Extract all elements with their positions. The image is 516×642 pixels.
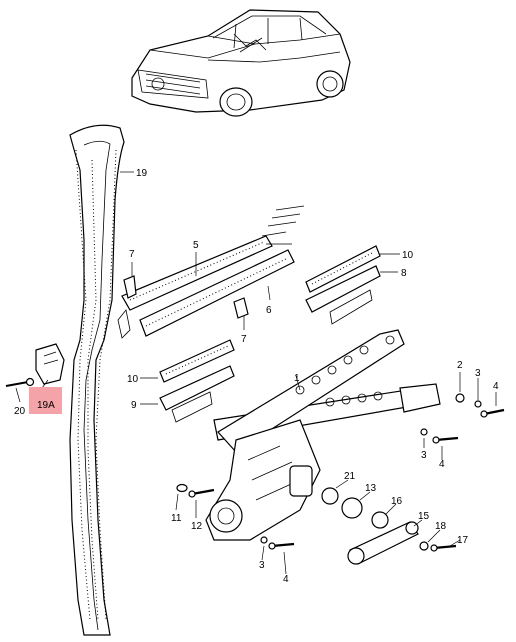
callout-9: 9 <box>131 400 137 411</box>
nut-part-3-middle <box>420 428 428 436</box>
nut-part-3-right <box>474 400 482 408</box>
callout-20: 20 <box>14 406 26 417</box>
nut-part-3-lower <box>260 536 268 544</box>
channel-part-9 <box>159 365 235 423</box>
callout-2: 2 <box>457 360 463 371</box>
callout-4-middle: 4 <box>439 459 445 470</box>
gear-part-21 <box>321 487 339 505</box>
callout-4-right: 4 <box>493 381 499 392</box>
felt-strip-part-10-lower <box>159 339 235 383</box>
callout-15: 15 <box>418 511 430 522</box>
felt-strip-part-10-upper <box>305 245 381 293</box>
callout-3-right: 3 <box>475 368 481 379</box>
callout-4-lower: 4 <box>283 574 289 585</box>
callout-10-upper: 10 <box>402 250 414 261</box>
callout-6: 6 <box>266 305 272 316</box>
leader-lines <box>15 171 497 575</box>
callout-8: 8 <box>401 268 407 279</box>
screw-part-20 <box>5 377 35 387</box>
clip-part-7-lower <box>233 297 249 319</box>
callout-19: 19 <box>136 168 148 179</box>
car-illustration <box>131 9 351 117</box>
callout-19a-highlight <box>29 387 62 414</box>
callout-labels: 1 2 3 3 3 4 4 4 5 6 7 7 8 9 10 10 11 12 … <box>14 168 499 585</box>
callout-19a: 19A <box>37 400 55 411</box>
callout-16: 16 <box>391 496 403 507</box>
callout-5: 5 <box>193 240 199 251</box>
guide-rail-part-6 <box>139 205 305 337</box>
channel-part-8 <box>305 265 381 325</box>
guide-rail-part-5 <box>117 235 273 339</box>
callout-1: 1 <box>294 373 300 384</box>
callout-17: 17 <box>457 535 469 546</box>
callout-11: 11 <box>171 513 182 524</box>
clip-part-7-upper <box>123 275 137 299</box>
callout-13: 13 <box>365 483 377 494</box>
callout-10-lower: 10 <box>127 374 139 385</box>
callout-18: 18 <box>435 521 447 532</box>
callout-7-upper: 7 <box>129 249 135 260</box>
callout-7-lower: 7 <box>241 334 247 345</box>
bolt-part-4-lower <box>268 542 295 550</box>
bolt-part-12 <box>188 488 215 498</box>
washer-part-18 <box>419 541 429 551</box>
bolt-part-4-middle <box>432 436 459 444</box>
crank-handle-part-15 <box>347 521 419 565</box>
clip-part-19a <box>35 343 65 385</box>
window-channel-part-19 <box>69 124 125 636</box>
bolt-part-4-right <box>480 408 505 418</box>
screw-part-17 <box>430 544 457 552</box>
washer-part-11 <box>176 483 188 493</box>
callout-12: 12 <box>191 521 203 532</box>
callout-3-middle: 3 <box>421 450 427 461</box>
bushing-part-16 <box>371 511 389 529</box>
window-regulator-part-1 <box>205 329 441 541</box>
pinion-part-13 <box>341 497 363 519</box>
washer-part-2 <box>455 393 465 403</box>
callout-3-lower: 3 <box>259 560 265 571</box>
callout-21: 21 <box>344 471 356 482</box>
